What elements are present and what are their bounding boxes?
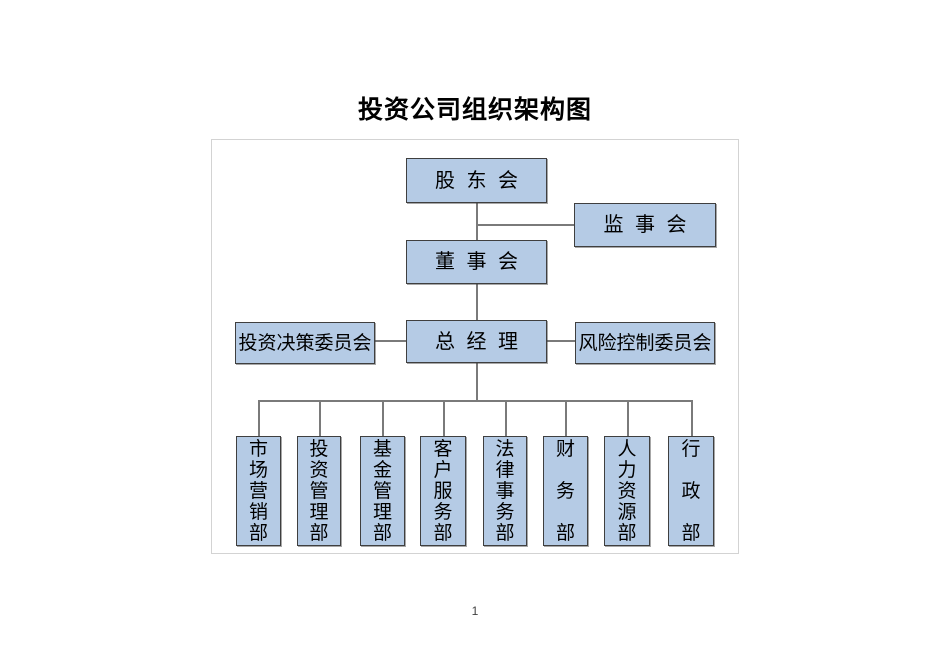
node-board-of-directors: 董 事 会 <box>406 240 547 284</box>
connector-shareholders-to-board <box>476 203 478 240</box>
dept-investment-management-label: 投 资 管 理 部 <box>309 438 329 544</box>
node-general-manager-label: 总 经 理 <box>434 330 522 353</box>
dept-administration-label: 行 政 部 <box>681 438 701 544</box>
dept-customer-service-label: 客 户 服 务 部 <box>433 438 453 544</box>
dept-administration: 行 政 部 <box>668 436 714 546</box>
dept-finance: 财 务 部 <box>543 436 588 546</box>
connector-gm-to-risk-committee <box>547 340 575 342</box>
node-risk-control-committee-label: 风险控制委员会 <box>578 332 712 354</box>
dept-human-resources-label: 人 力 资 源 部 <box>617 438 637 544</box>
connector-drop-human-resources <box>627 400 629 436</box>
dept-legal-affairs-label: 法 律 事 务 部 <box>495 438 515 544</box>
connector-drop-finance <box>565 400 567 436</box>
dept-marketing-label: 市 场 营 销 部 <box>248 438 268 544</box>
page-number: 1 <box>471 604 479 618</box>
connector-drop-fund-management <box>382 400 384 436</box>
connector-investment-committee-to-gm <box>375 340 406 342</box>
connector-drop-customer-service <box>443 400 445 436</box>
dept-legal-affairs: 法 律 事 务 部 <box>483 436 527 546</box>
node-board-of-directors-label: 董 事 会 <box>434 251 522 273</box>
connector-drop-administration <box>691 400 693 436</box>
dept-marketing: 市 场 营 销 部 <box>236 436 281 546</box>
connector-to-supervisory-board <box>476 224 575 226</box>
connector-drop-investment-management <box>319 400 321 436</box>
connector-board-to-gm <box>476 284 478 320</box>
node-risk-control-committee: 风险控制委员会 <box>575 322 715 364</box>
dept-human-resources: 人 力 资 源 部 <box>604 436 650 546</box>
connector-drop-legal-affairs <box>505 400 507 436</box>
node-shareholders-meeting: 股 东 会 <box>406 158 547 203</box>
dept-finance-label: 财 务 部 <box>555 438 575 544</box>
dept-customer-service: 客 户 服 务 部 <box>420 436 466 546</box>
page-title: 投资公司组织架构图 <box>357 96 592 124</box>
dept-fund-management-label: 基 金 管 理 部 <box>372 438 392 544</box>
node-shareholders-meeting-label: 股 东 会 <box>434 169 522 192</box>
org-chart-frame: 股 东 会 监 事 会 董 事 会 投资决策委员会 总 经 理 风险控制委员会 … <box>211 139 739 554</box>
node-general-manager: 总 经 理 <box>406 320 547 363</box>
dept-fund-management: 基 金 管 理 部 <box>360 436 405 546</box>
node-investment-decision-committee-label: 投资决策委员会 <box>238 332 372 354</box>
node-investment-decision-committee: 投资决策委员会 <box>235 322 375 364</box>
dept-investment-management: 投 资 管 理 部 <box>297 436 341 546</box>
connector-gm-to-departments <box>476 363 478 400</box>
connector-drop-marketing <box>258 400 260 436</box>
node-supervisory-board-label: 监 事 会 <box>603 214 690 236</box>
node-supervisory-board: 监 事 会 <box>574 203 716 247</box>
connector-departments-span <box>258 400 692 402</box>
